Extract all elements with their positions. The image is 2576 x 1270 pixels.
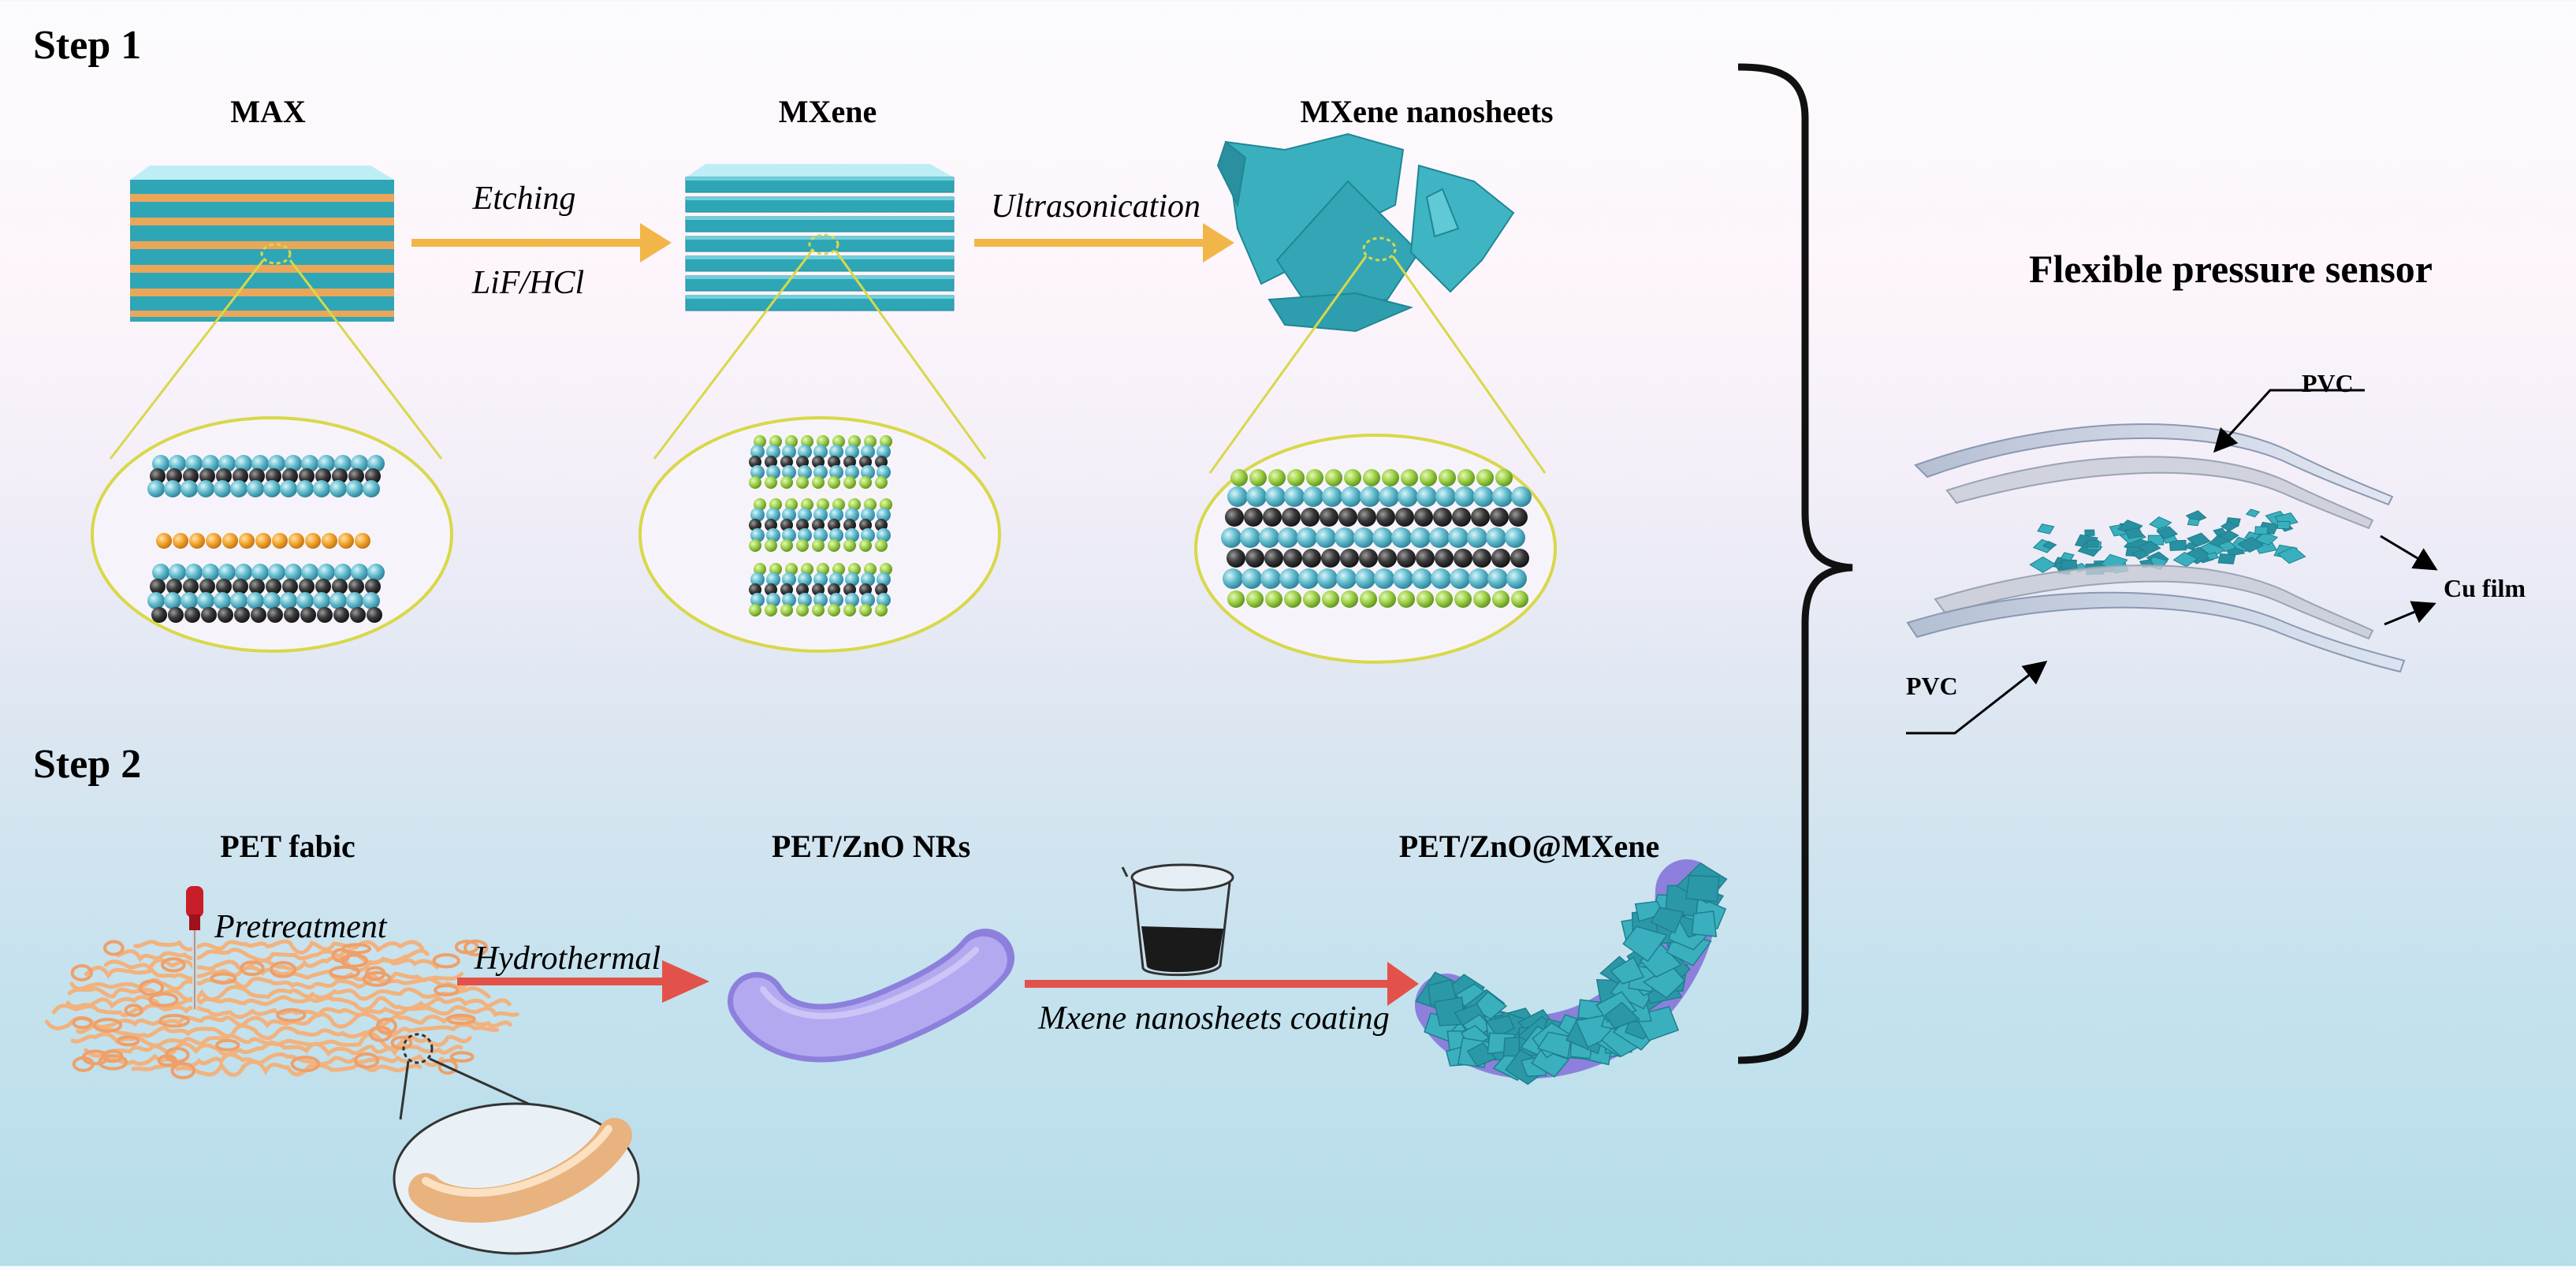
- pvc-top-pointer: [2213, 389, 2365, 453]
- pet-fabric-mesh: [44, 939, 519, 1080]
- hydrothermal-arrow: [457, 960, 709, 1003]
- pvc-bottom-pointer: [1906, 661, 2048, 735]
- max-atomic-structure: [147, 455, 385, 623]
- pipette-icon: [186, 886, 203, 1009]
- step2-heading: Step 2: [33, 742, 142, 787]
- pet-zno-mxene-coated-fiber: [1414, 859, 1728, 1086]
- pet-zno-mxene-label: PET/ZnO@MXene: [1398, 829, 1660, 864]
- pressure-sensor-assembly: [1906, 423, 2406, 673]
- fiber-strand: [408, 1118, 632, 1223]
- nanosheet-atomic-structure: [1221, 469, 1532, 608]
- fiber-highlight: [422, 1125, 612, 1197]
- mxene-zoom-marker: [808, 233, 839, 255]
- hydrothermal-label: Hydrothermal: [474, 940, 661, 977]
- mxene-zoom-line-right: [834, 250, 987, 460]
- mxene-nanosheets-label: MXene nanosheets: [1300, 94, 1554, 129]
- mxene-zoom-line-left: [653, 250, 813, 460]
- pet-fabric-label: PET fabic: [220, 829, 356, 864]
- ultrasonication-label: Ultrasonication: [990, 188, 1201, 225]
- pet-zno-nanorod-fiber: [728, 929, 1014, 1063]
- cu-film-pointer-top: [2380, 534, 2438, 571]
- ultrasonication-arrow: [974, 223, 1234, 263]
- mxene-atomic-structure: [749, 435, 892, 616]
- fabric-zoom-marker: [402, 1033, 434, 1064]
- lif-hcl-label: LiF/HCl: [471, 265, 585, 301]
- mxene-label: MXene: [778, 94, 877, 129]
- mxene-block: [685, 164, 955, 311]
- sensor-mxene-fabric: [2029, 508, 2306, 575]
- nanosheets-zoom-marker: [1362, 236, 1397, 262]
- coating-arrow: [1025, 962, 1419, 1006]
- max-zoom-marker: [260, 243, 292, 265]
- step1-heading: Step 1: [33, 23, 142, 68]
- max-label: MAX: [230, 94, 306, 129]
- beaker-icon: [1121, 863, 1234, 977]
- sensor-title: Flexible pressure sensor: [2028, 247, 2433, 291]
- cu-film-pointer-bottom: [2384, 601, 2436, 626]
- coating-label: Mxene nanosheets coating: [1038, 1000, 1390, 1037]
- nanosheets-zoom-line-right: [1391, 255, 1547, 474]
- nanosheets-zoom-circle: [1194, 434, 1557, 664]
- max-block: [130, 166, 394, 322]
- pretreatment-label: Pretreatment: [214, 909, 387, 945]
- etching-arrow: [411, 223, 672, 263]
- cu-film-label: Cu film: [2444, 574, 2526, 602]
- pvc-bottom-label: PVC: [1906, 672, 1958, 700]
- nanosheets-zoom-line-left: [1208, 255, 1368, 474]
- mxene-nanosheets-cluster: [1216, 132, 1515, 333]
- etching-label: Etching: [472, 181, 576, 217]
- pvc-top-label: PVC: [2302, 369, 2354, 397]
- merge-bracket: [1737, 63, 1853, 1064]
- fabric-zoom-line-left: [399, 1060, 410, 1120]
- max-zoom-line-right: [288, 259, 443, 460]
- pet-zno-label: PET/ZnO NRs: [771, 829, 971, 864]
- max-zoom-line-left: [109, 259, 265, 460]
